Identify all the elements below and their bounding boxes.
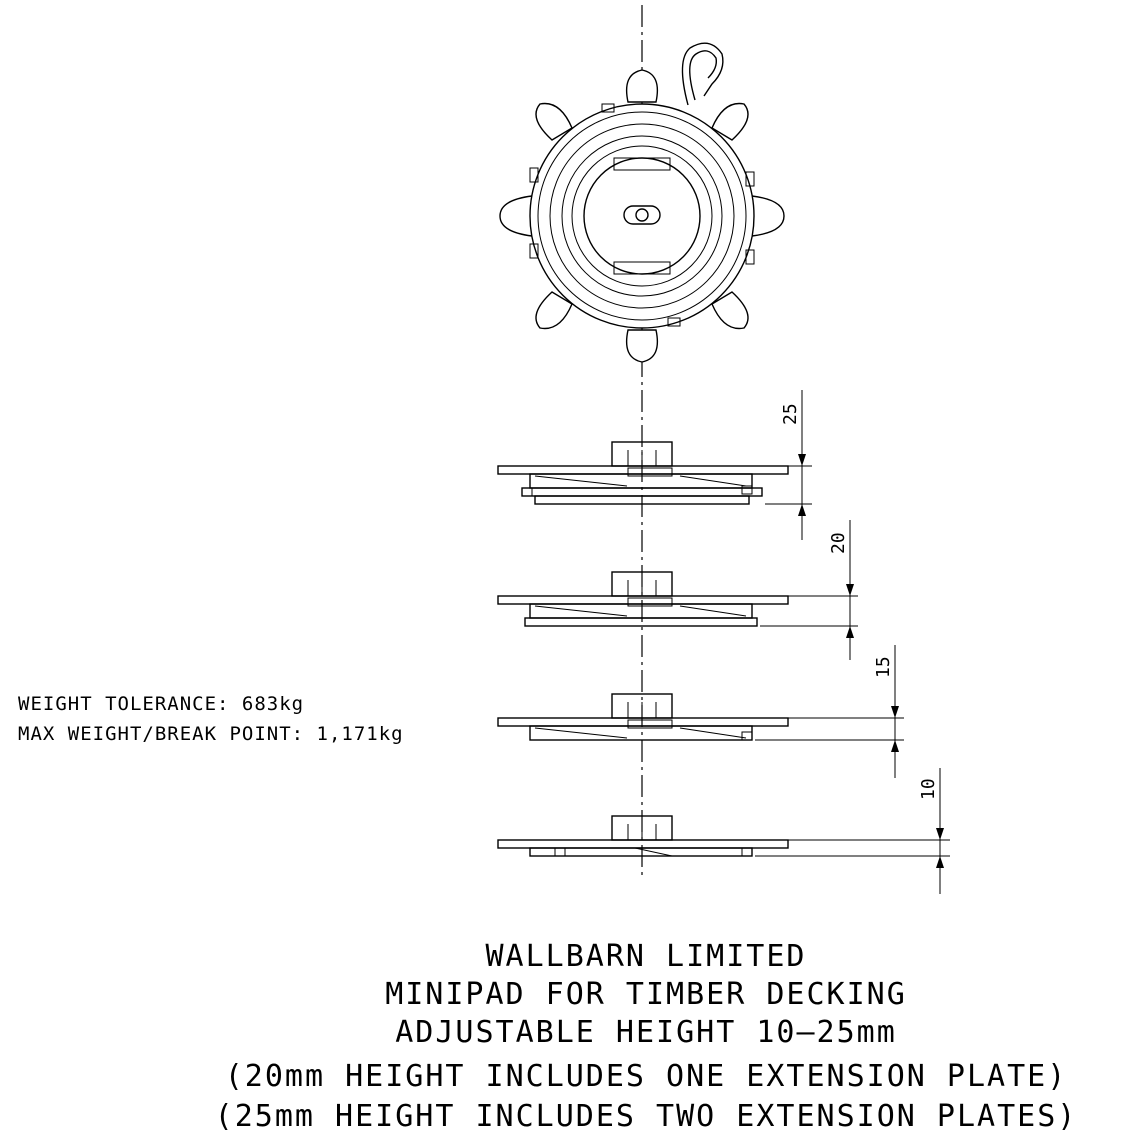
elevation-25mm bbox=[497, 441, 789, 505]
dimension-15: 15 bbox=[755, 645, 904, 778]
elevation-15mm bbox=[497, 693, 789, 741]
dimension-10-label: 10 bbox=[918, 778, 939, 800]
dimension-20: 20 bbox=[760, 520, 858, 660]
hook bbox=[681, 42, 724, 106]
dimension-20-label: 20 bbox=[828, 532, 849, 554]
note-20mm: (20mm HEIGHT INCLUDES ONE EXTENSION PLAT… bbox=[225, 1059, 1068, 1094]
plan-view bbox=[499, 42, 785, 363]
product-name: MINIPAD FOR TIMBER DECKING bbox=[385, 977, 907, 1012]
weight-tolerance-text: WEIGHT TOLERANCE: 683kg bbox=[18, 693, 304, 715]
max-weight-text: MAX WEIGHT/BREAK POINT: 1,171kg bbox=[18, 723, 404, 745]
title-block: WALLBARN LIMITED MINIPAD FOR TIMBER DECK… bbox=[215, 939, 1078, 1134]
note-25mm: (25mm HEIGHT INCLUDES TWO EXTENSION PLAT… bbox=[215, 1099, 1078, 1134]
company-name: WALLBARN LIMITED bbox=[486, 939, 807, 974]
dimension-25: 25 bbox=[765, 390, 812, 540]
dimension-10: 10 bbox=[755, 768, 950, 894]
adjustable-height: ADJUSTABLE HEIGHT 10–25mm bbox=[395, 1015, 897, 1050]
plan-lugs bbox=[499, 69, 785, 363]
dimension-25-label: 25 bbox=[780, 403, 801, 425]
elevation-10mm bbox=[497, 815, 789, 857]
dimension-15-label: 15 bbox=[873, 656, 894, 678]
elevation-20mm bbox=[497, 571, 789, 627]
